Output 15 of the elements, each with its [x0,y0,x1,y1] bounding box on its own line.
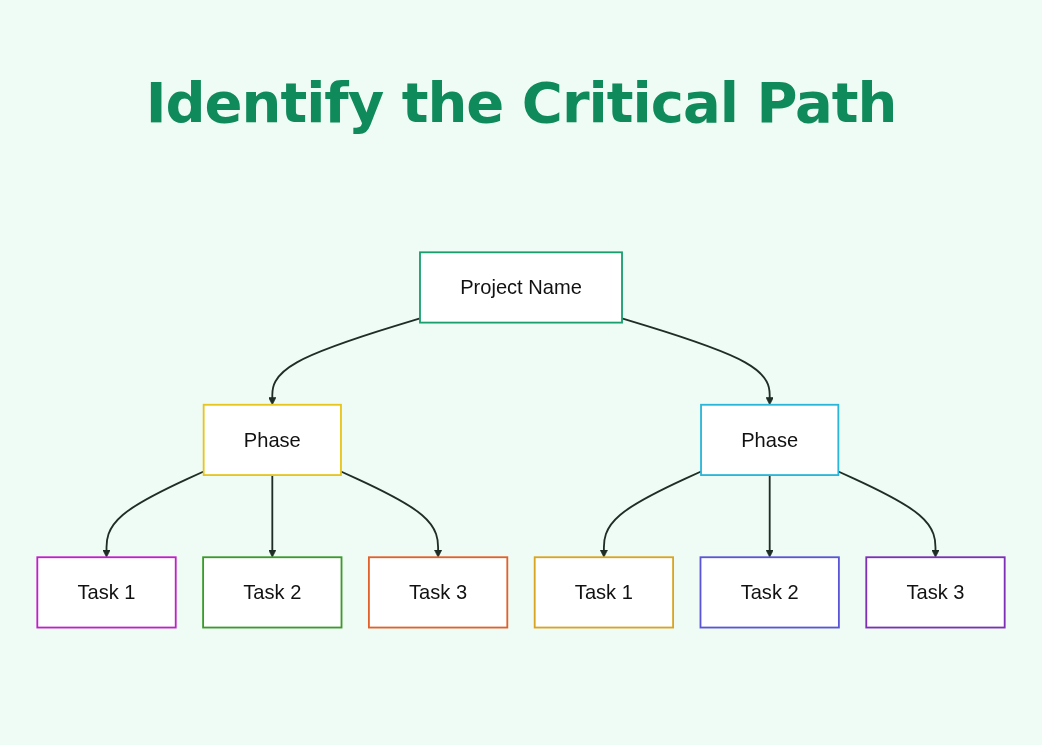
node-box: Task 2 [699,556,840,629]
node-box: Task 3 [368,556,509,629]
arrow [621,317,774,406]
node-box: Task 2 [202,556,343,629]
node-box: Phase [202,403,342,477]
node-box: Task 3 [865,556,1006,629]
arrow [268,474,277,558]
node-box: Project Name [419,251,623,324]
node-box: Task 1 [36,556,177,629]
arrow [765,474,774,558]
arrow [599,470,702,558]
title: Identify the Critical Path [144,70,898,135]
arrow [340,470,443,558]
node-box: Phase [700,403,840,477]
node-box: Task 1 [533,556,674,629]
